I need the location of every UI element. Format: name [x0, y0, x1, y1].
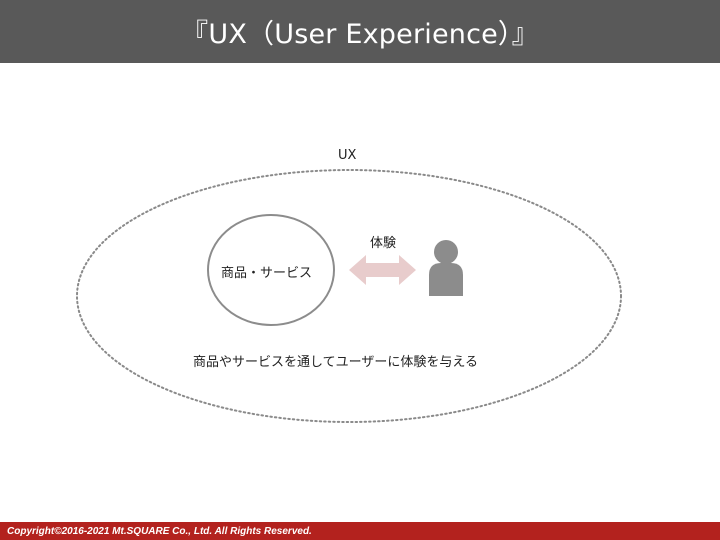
- footer-bar: Copyright©2016-2021 Mt.SQUARE Co., Ltd. …: [0, 522, 720, 540]
- copyright-text: Copyright©2016-2021 Mt.SQUARE Co., Ltd. …: [7, 525, 312, 537]
- ux-ellipse: [76, 169, 622, 423]
- person-icon: [429, 240, 463, 296]
- double-arrow-icon: [349, 255, 416, 285]
- page-title: 『UX（User Experience）』: [181, 19, 539, 50]
- product-service-label: 商品・サービス: [221, 266, 313, 281]
- header-bar: 『UX（User Experience）』: [0, 0, 720, 63]
- experience-label: 体験: [370, 236, 397, 251]
- product-service-circle: [207, 214, 335, 326]
- diagram-caption: 商品やサービスを通してユーザーに体験を与える: [193, 355, 478, 370]
- ux-label: UX: [338, 148, 357, 163]
